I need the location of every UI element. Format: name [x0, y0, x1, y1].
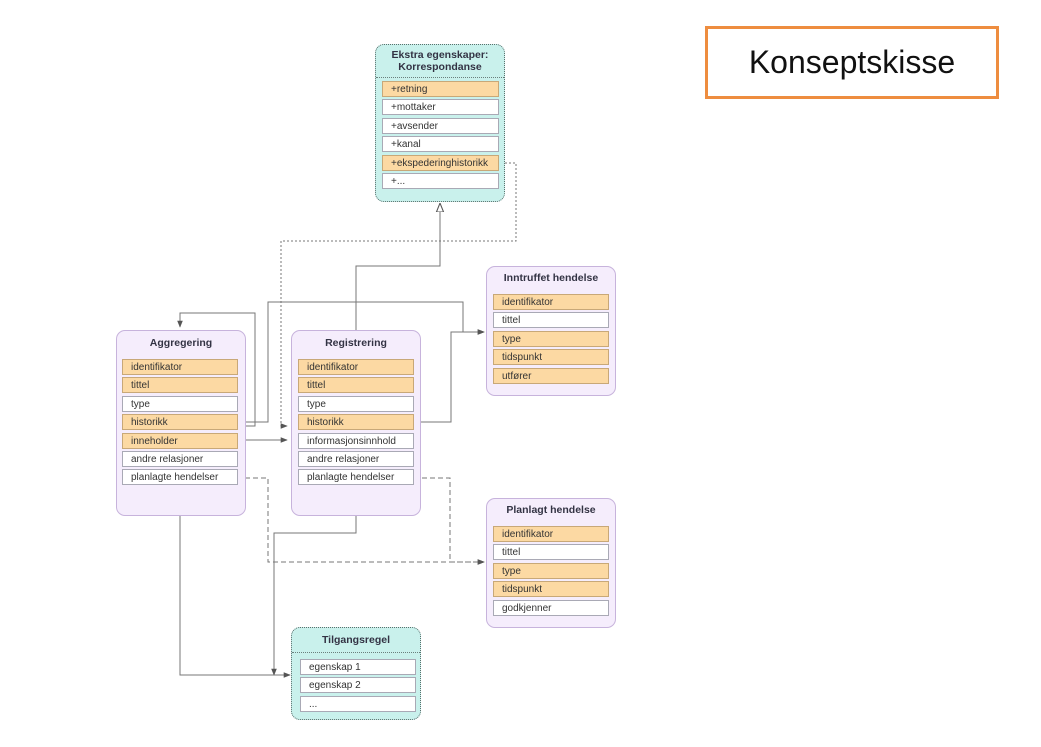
- class-tilgangsregel: Tilgangsregel egenskap 1 egenskap 2 ...: [291, 627, 421, 720]
- attribute-list: identifikator tittel type tidspunkt utfø…: [493, 294, 609, 386]
- attribute-planlagte-hendelser: planlagte hendelser: [122, 469, 238, 486]
- class-inntruffet-hendelse: Inntruffet hendelse identifikator tittel…: [486, 266, 616, 396]
- attribute-identifikator: identifikator: [298, 359, 414, 375]
- attribute-identifikator: identifikator: [122, 359, 238, 375]
- edge-registrering-to-tilgangsregel: [271, 516, 357, 676]
- attribute-planlagte-hendelser: planlagte hendelser: [298, 469, 414, 486]
- attribute-tittel: tittel: [298, 377, 414, 394]
- class-planlagt-hendelse: Planlagt hendelse identifikator tittel t…: [486, 498, 616, 628]
- edge-registrering-historikk-to-inntruffet: [414, 329, 485, 423]
- attribute-egenskap-1: egenskap 1: [300, 659, 416, 675]
- attribute-list: identifikator tittel type historikk info…: [298, 359, 414, 488]
- attribute-type: type: [298, 395, 414, 412]
- class-title: Registrering: [325, 337, 387, 349]
- attribute-more: +...: [382, 172, 499, 189]
- class-title: Planlagt hendelse: [506, 504, 596, 516]
- attribute-more: ...: [300, 695, 416, 712]
- attribute-utforer: utfører: [493, 367, 609, 384]
- attribute-andre-relasjoner: andre relasjoner: [122, 450, 238, 467]
- attribute-retning: +retning: [382, 81, 499, 97]
- attribute-list: identifikator tittel type historikk inne…: [122, 359, 238, 488]
- class-title: Inntruffet hendelse: [503, 272, 599, 284]
- attribute-list: identifikator tittel type tidspunkt godk…: [493, 526, 609, 618]
- attribute-historikk: historikk: [122, 414, 238, 431]
- attribute-list: +retning +mottaker +avsender +kanal +eks…: [382, 81, 499, 191]
- edge-aggregering-to-tilgangsregel: [179, 516, 291, 678]
- edge-registrering-planlagte-to-planlagt: [414, 477, 485, 565]
- class-title-line2: Korrespondanse: [398, 61, 482, 73]
- class-title: Aggregering: [149, 337, 213, 349]
- attribute-historikk: historikk: [298, 414, 414, 431]
- attribute-andre-relasjoner: andre relasjoner: [298, 450, 414, 467]
- attribute-mottaker: +mottaker: [382, 99, 499, 116]
- attribute-ekspederinghistorikk: +ekspederinghistorikk: [382, 154, 499, 171]
- class-korrespondanse: Ekstra egenskaper: Korrespondanse +retni…: [375, 44, 505, 202]
- edge-registrering-to-korrespondanse: [355, 204, 440, 330]
- attribute-tidspunkt: tidspunkt: [493, 581, 609, 598]
- attribute-kanal: +kanal: [382, 136, 499, 153]
- edge-aggregering-planlagte-to-planlagt: [237, 477, 485, 565]
- class-title-line1: Ekstra egenskaper:: [391, 49, 489, 61]
- attribute-list: egenskap 1 egenskap 2 ...: [300, 659, 416, 714]
- attribute-tittel: tittel: [122, 377, 238, 394]
- attribute-type: type: [493, 562, 609, 579]
- attribute-identifikator: identifikator: [493, 526, 609, 542]
- attribute-type: type: [493, 330, 609, 347]
- class-title: Ekstra egenskaper: Korrespondanse: [376, 45, 504, 78]
- attribute-inneholder: inneholder: [122, 432, 238, 449]
- attribute-identifikator: identifikator: [493, 294, 609, 310]
- edge-ekspederinghistorikk-to-historikk: [280, 162, 517, 429]
- class-registrering: Registrering identifikator tittel type h…: [291, 330, 421, 516]
- edge-aggregering-self-loop: [177, 312, 256, 427]
- attribute-informasjonsinnhold: informasjonsinnhold: [298, 432, 414, 449]
- attribute-godkjenner: godkjenner: [493, 599, 609, 616]
- attribute-avsender: +avsender: [382, 117, 499, 134]
- class-title: Tilgangsregel: [292, 628, 420, 653]
- class-aggregering: Aggregering identifikator tittel type hi…: [116, 330, 246, 516]
- attribute-egenskap-2: egenskap 2: [300, 677, 416, 694]
- attribute-tittel: tittel: [493, 312, 609, 329]
- attribute-tittel: tittel: [493, 544, 609, 561]
- attribute-type: type: [122, 395, 238, 412]
- attribute-tidspunkt: tidspunkt: [493, 349, 609, 366]
- page-title: Konseptskisse: [705, 26, 999, 99]
